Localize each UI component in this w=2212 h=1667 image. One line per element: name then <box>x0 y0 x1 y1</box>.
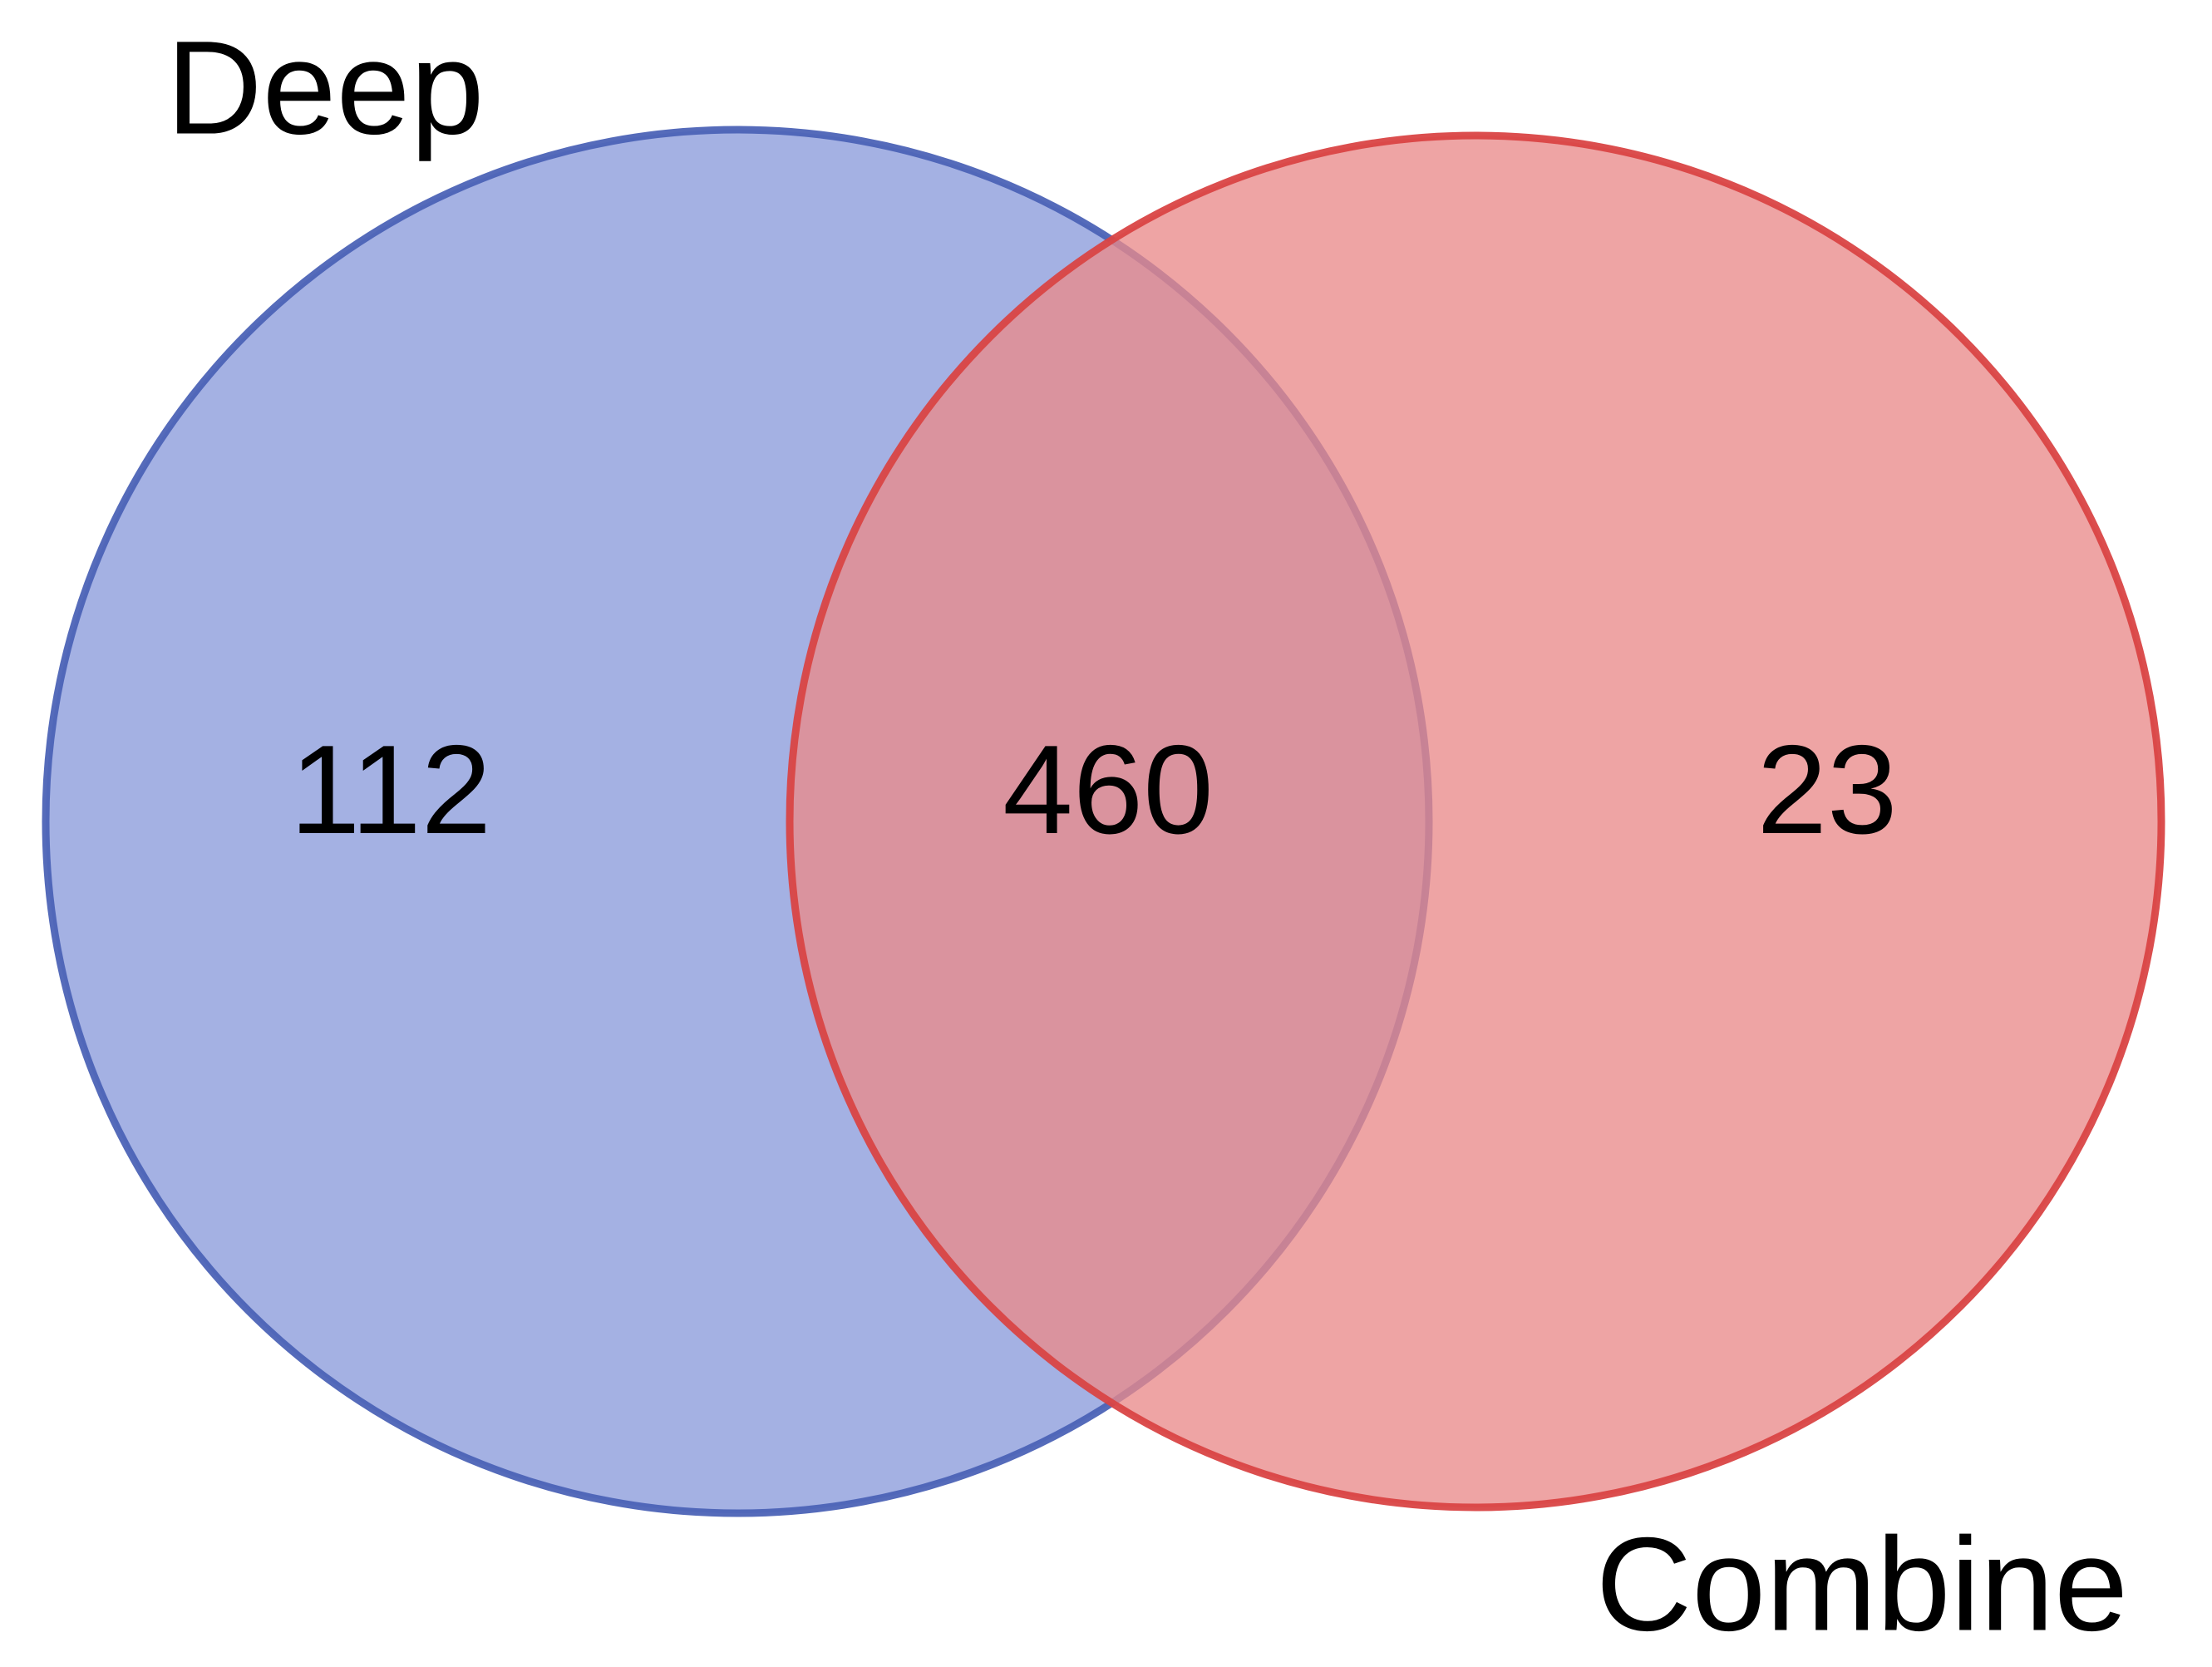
count-deep-only: 112 <box>290 719 491 861</box>
count-combine-only: 23 <box>1756 719 1897 861</box>
venn-circle-combine[interactable] <box>786 131 2165 1512</box>
set-label-deep: Deep <box>166 13 485 162</box>
set-label-combine: Combine <box>1596 1510 2128 1659</box>
count-intersection: 460 <box>1003 719 1214 861</box>
